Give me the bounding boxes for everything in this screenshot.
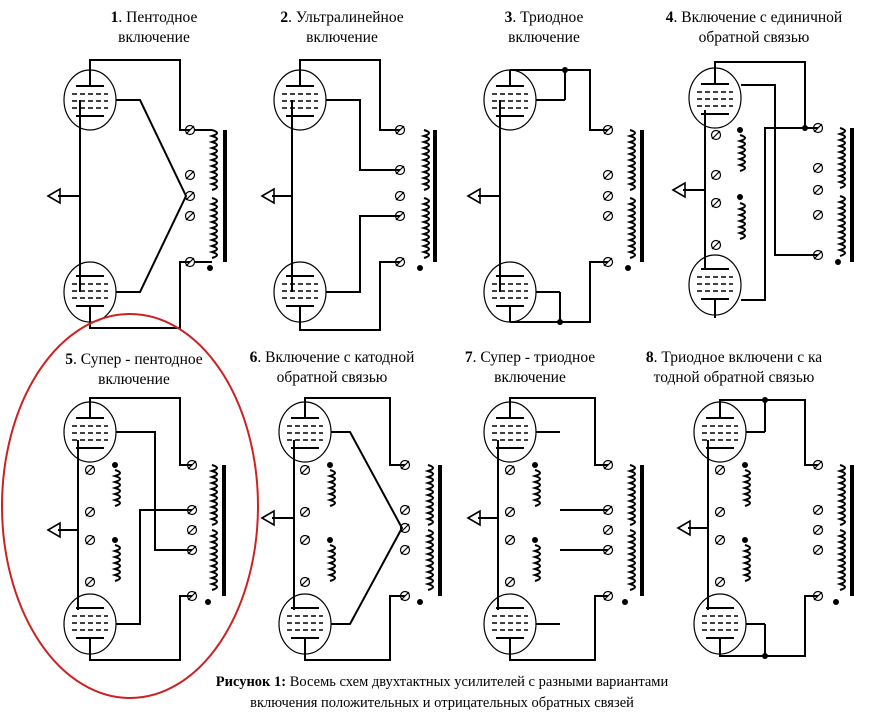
diagram-5 xyxy=(47,397,226,661)
figure-caption: Рисунок 1: Восемь схем двухтактных усили… xyxy=(215,674,669,711)
diagram-8 xyxy=(677,397,854,659)
diagram-1 xyxy=(47,59,227,329)
diagram-7 xyxy=(467,397,644,661)
diagram-2 xyxy=(261,59,437,331)
diagram-4 xyxy=(672,61,854,318)
diagram-3 xyxy=(467,67,644,325)
highlight-ellipse xyxy=(1,313,259,699)
diagram-6 xyxy=(261,397,442,661)
